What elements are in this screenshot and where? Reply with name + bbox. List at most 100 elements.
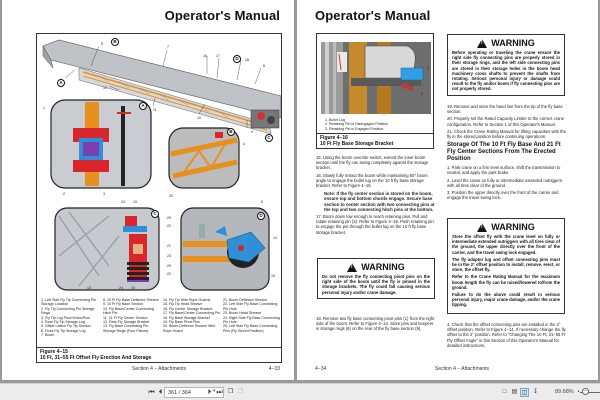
continuous-view-icon[interactable]: ▤ bbox=[511, 389, 518, 395]
previous-page-button[interactable]: ⏴ bbox=[158, 389, 163, 396]
callout-11: 11 bbox=[153, 108, 157, 112]
legend-item: 2. Retaining Pin in Disengaged Position bbox=[325, 122, 389, 127]
callout-circle-c: C bbox=[265, 134, 273, 142]
legend-item: 8. 10 Ft Fly Base Deflector Sheave bbox=[103, 298, 159, 302]
warning-box-pivot-pins: WARNING Do not remove the fly connecting… bbox=[317, 258, 435, 299]
step-17: 17. Boom down low enough to reach retain… bbox=[316, 214, 434, 235]
callout-25-top: 25 bbox=[167, 216, 171, 220]
note-fly-center: Note: If the fly center section is store… bbox=[324, 191, 435, 212]
boom-illustration: 5 B 7 16 17 D 18 8 A 12 11 10 9 C 1 A B … bbox=[39, 36, 281, 291]
two-page-view-icon[interactable]: ◫ bbox=[520, 388, 529, 397]
step-18-block: 18. Remove two fly base connecting pivot… bbox=[316, 316, 436, 334]
figure-legend: 1. Left Side Fly Tip Connecting Pin Stor… bbox=[41, 298, 281, 346]
legend-col-4: 21. Boom Deflector Sheave 22. Left Side … bbox=[223, 298, 281, 333]
legend-col-2: 8. 10 Ft Fly Base Deflector Sheave 9. 10… bbox=[103, 298, 161, 333]
storage-step-1: 1. Park crane on a firm level surface, s… bbox=[447, 165, 561, 176]
warning-text: Before operating or traveling the crane … bbox=[452, 50, 560, 92]
next-page-button[interactable]: ⏵ bbox=[207, 389, 212, 396]
warning-paragraph: Failure to do the above could result in … bbox=[452, 292, 560, 308]
warning-heading: WARNING bbox=[452, 38, 560, 48]
scroll-view-icon[interactable]: ↧ bbox=[532, 389, 539, 395]
legend-item: 23. Boom Head Sheave bbox=[223, 311, 262, 316]
warning-box-storage: WARNING Before operating or traveling th… bbox=[447, 34, 565, 96]
legend-item: 4. Rear Fly Tip Storage Lug bbox=[41, 320, 85, 325]
callout-13: 13 bbox=[87, 286, 91, 290]
column-2-text: 19. Remove and store the hand line from … bbox=[447, 104, 567, 202]
footer-section: Section 4 − Attachments bbox=[132, 366, 187, 372]
inset-a-label: A bbox=[139, 102, 147, 110]
legend-item: 3. Fly Tip Lug Pivot Holes/Pins bbox=[41, 315, 90, 320]
figure-title: 10 Ft Fly Base Storage Bracket bbox=[320, 141, 394, 147]
figure-4-15: 5 B 7 16 17 D 18 8 A 12 11 10 9 C 1 A B … bbox=[36, 33, 282, 363]
figure-title: 10 Ft, 31−55 Ft Offset Fly Erection And … bbox=[40, 355, 152, 361]
page-header-title: Operator's Manual bbox=[315, 8, 431, 23]
legend-item: 17. Fly Base/Center Connecting Pin bbox=[163, 311, 221, 316]
page-dropdown-chevron-icon[interactable]: ▾ bbox=[213, 388, 216, 394]
figure-legend: 1. Bullet Lug 2. Retaining Pin in Diseng… bbox=[325, 118, 431, 131]
legend-item: 9. 10 Ft Fly Base Section bbox=[103, 302, 144, 307]
section-heading-storage: Storage Of The 10 Ft Fly Base And 21 Ft … bbox=[447, 142, 561, 163]
callout-9: 9 bbox=[251, 130, 253, 134]
warning-paragraph: Store the offset fly with the crane leve… bbox=[452, 234, 560, 255]
warning-paragraph: The fly adaptor lug and offset connectin… bbox=[452, 256, 560, 273]
figure-caption: Figure 4−16 10 Ft Fly Base Storage Brack… bbox=[317, 133, 433, 148]
callout-8: 8 bbox=[263, 64, 265, 68]
warning-triangle-icon bbox=[477, 38, 488, 48]
storage-bracket-photo: 1 2 3 bbox=[321, 42, 431, 114]
zoom-slider-track[interactable] bbox=[580, 392, 600, 393]
callout-3: 3 bbox=[421, 92, 423, 96]
legend-item: 18. Fly Base Storage Bracket bbox=[163, 315, 210, 320]
first-page-button[interactable]: ⏮ bbox=[148, 389, 155, 396]
step-20: 20. Properly set the Rated Capacity Limi… bbox=[447, 116, 565, 127]
callout-22-top: 22 bbox=[167, 224, 171, 228]
footer-page-number: 4−33 bbox=[268, 366, 280, 372]
callout-2: 2 bbox=[427, 66, 429, 70]
callout-24-top: 24 bbox=[121, 200, 125, 204]
legend-item: 13. Fly Base Connecting Pin Storage Ring… bbox=[103, 324, 149, 333]
storage-step-3: 3. Position the upper directly over the … bbox=[447, 190, 559, 201]
warning-box-offset-fly: WARNING Store the offset fly with the cr… bbox=[447, 218, 565, 314]
callout-4: 4 bbox=[243, 142, 245, 146]
page-header-title: Operator's Manual bbox=[164, 8, 280, 23]
callout-17: 17 bbox=[216, 54, 220, 58]
warning-label: WARNING bbox=[491, 222, 535, 232]
last-page-button[interactable]: ⏭ bbox=[216, 389, 223, 396]
legend-item: 1. Left Side Fly Tip Connecting Pin Stor… bbox=[41, 298, 97, 307]
callout-12: 12 bbox=[103, 86, 107, 90]
warning-label: WARNING bbox=[361, 262, 405, 272]
zoom-out-icon[interactable]: • bbox=[577, 389, 580, 395]
callout-5: 5 bbox=[101, 42, 103, 46]
storage-step-4: 4. Check that the offset connecting pins… bbox=[447, 322, 566, 348]
warning-label: WARNING bbox=[491, 38, 535, 48]
callout-23: 23 bbox=[167, 254, 171, 258]
document-viewport[interactable]: Operator's Manual bbox=[0, 0, 600, 383]
warning-paragraph: Refer to the Crane Rating Manual for the… bbox=[452, 274, 560, 290]
copy-page-icon[interactable]: ❐ bbox=[227, 389, 234, 395]
inset-b-label: B bbox=[227, 128, 235, 136]
callout-18: 18 bbox=[245, 58, 249, 62]
legend-item: 24. Right Side Fly Base Connecting Pin H… bbox=[223, 315, 280, 325]
figure-caption: Figure 4−15 10 Ft, 31−55 Ft Offset Fly E… bbox=[37, 347, 281, 362]
legend-item: 15. Fly Tip Head Sheave bbox=[163, 302, 203, 307]
step-18: 18. Remove two fly base connecting pivot… bbox=[316, 316, 435, 332]
callout-20: 20 bbox=[169, 194, 173, 198]
callout-24-bottom: 24 bbox=[119, 286, 123, 290]
legend-item: 10. Fly Base/Center Connecting Hitch Pin bbox=[103, 306, 154, 316]
legend-item: 12. Rear Fly Storage Bracket bbox=[103, 320, 150, 325]
callout-21: 21 bbox=[167, 244, 171, 248]
callout-10: 10 bbox=[197, 116, 201, 120]
callout-2: 2 bbox=[63, 192, 65, 196]
callout-19-top: 19 bbox=[133, 200, 137, 204]
warning-text: Do not remove the fly connecting pivot p… bbox=[322, 274, 430, 295]
legend-item: 14. Fly Tip Wire Rope Guards bbox=[163, 298, 211, 302]
callout-circle-b: B bbox=[111, 38, 119, 46]
single-page-view-icon[interactable]: □ bbox=[502, 389, 507, 395]
legend-item: 6. Front Fly Tip Storage Lug bbox=[41, 328, 86, 333]
warning-heading: WARNING bbox=[452, 222, 560, 232]
zoom-slider-knob[interactable]: − bbox=[582, 388, 589, 395]
legend-col-1: 1. Left Side Fly Tip Connecting Pin Stor… bbox=[41, 298, 101, 338]
page-number-input[interactable] bbox=[164, 387, 224, 398]
legend-item: 20. Boom Deflector Sheave Wire Rope Guar… bbox=[163, 324, 216, 333]
copy-page-disabled-icon[interactable]: ❐ bbox=[237, 389, 244, 395]
legend-item: 2. Fly Tip Connecting Pin Storage Rings bbox=[41, 306, 95, 316]
